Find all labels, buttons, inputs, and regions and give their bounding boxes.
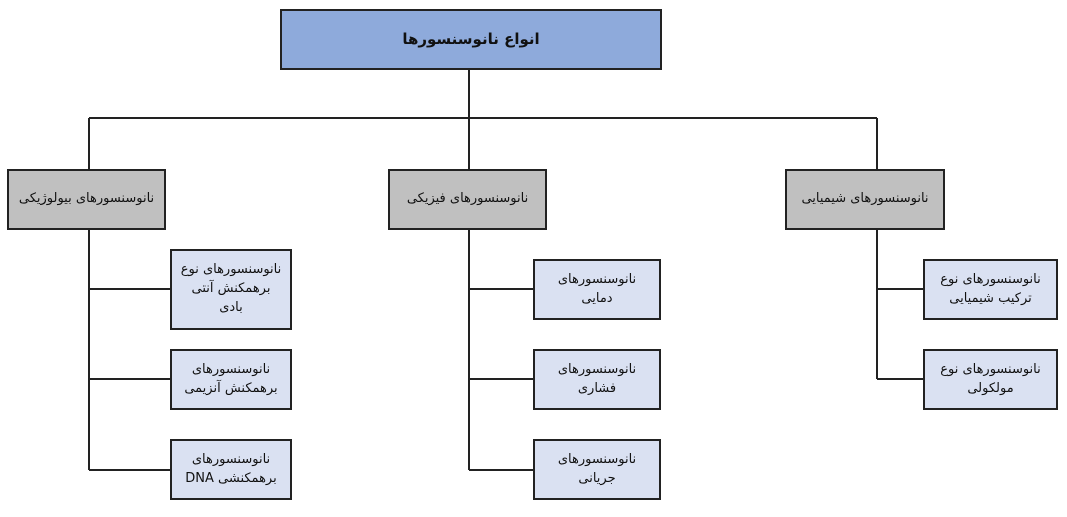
category-biological: نانوسنسورهای بیولوژیکی [7, 169, 166, 230]
leaf-antibody: نانوسنسورهای نوع برهمکنش آنتی بادی [170, 249, 292, 330]
root-connector [88, 70, 878, 169]
leaf-label: نانوسنسورهای نوع مولکولی [940, 361, 1041, 396]
leaf-current: نانوسنسورهای جریانی [533, 439, 661, 500]
category-physical: نانوسنسورهای فیزیکی [388, 169, 547, 230]
leaf-molecular: نانوسنسورهای نوع مولکولی [923, 349, 1058, 410]
leaf-label: نانوسنسورهای جریانی [557, 451, 637, 486]
root-label: انواع نانوسنسورها [402, 29, 540, 48]
leaf-label: نانوسنسورهای فشاری [557, 361, 637, 396]
category-label: نانوسنسورهای فیزیکی [406, 191, 529, 207]
leaf-label: نانوسنسورهای برهمکنش آنزیمی [184, 361, 278, 396]
leaf-chemical-composition: نانوسنسورهای نوع ترکیب شیمیایی [923, 259, 1058, 320]
leaf-dna: نانوسنسورهای برهمکنشی DNA [170, 439, 292, 500]
category-label: نانوسنسورهای شیمیایی [801, 191, 929, 207]
leaf-enzyme: نانوسنسورهای برهمکنش آنزیمی [170, 349, 292, 410]
bio-connector [88, 230, 170, 471]
leaf-label: نانوسنسورهای برهمکنشی DNA [185, 451, 277, 486]
leaf-thermal: نانوسنسورهای دمایی [533, 259, 661, 320]
leaf-label: نانوسنسورهای نوع ترکیب شیمیایی [940, 271, 1041, 306]
leaf-label: نانوسنسورهای نوع برهمکنش آنتی بادی [180, 262, 282, 315]
chemical-connector [876, 230, 923, 380]
category-label: نانوسنسورهای بیولوژیکی [18, 191, 155, 207]
category-chemical: نانوسنسورهای شیمیایی [785, 169, 945, 230]
leaf-label: نانوسنسورهای دمایی [557, 271, 637, 306]
root-node: انواع نانوسنسورها [280, 9, 662, 70]
physical-connector [468, 230, 533, 471]
leaf-pressure: نانوسنسورهای فشاری [533, 349, 661, 410]
